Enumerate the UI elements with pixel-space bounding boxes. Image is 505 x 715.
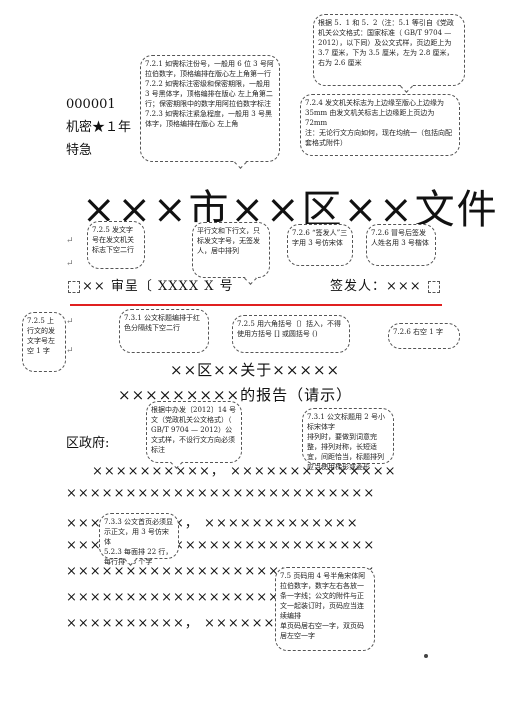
doc-number: 000001	[66, 97, 116, 112]
note-recipient: 根据中办发〔2012〕14 号文（党政机关公文格式）（ GB/T 9704 — …	[146, 401, 242, 463]
note-signer-name: 7.2.6 冒号后签发人姓名用 3 号楷体	[366, 224, 436, 266]
note-doc-number-pos: 7.2.5 发文字号在发文机关标志下空二行	[87, 221, 145, 269]
return-mark: ↵	[66, 259, 74, 269]
note-body-font: 7.3.3 公文首页必须显示正文，用 3 号仿宋体 5.2.3 每面排 22 行…	[99, 513, 179, 566]
return-mark: ↵	[66, 317, 74, 327]
return-mark: ↵	[66, 346, 74, 356]
note-title-font: 7.3.1 公文标题用 2 号小标宋体字 排列时，要做到词意完整，排列对称，长短…	[302, 408, 394, 471]
subject-line-2: ×××××××××的报告（请示）	[118, 386, 353, 404]
body-line: ××××××××××××××××××××××××××	[66, 486, 376, 501]
note-parallel-doc: 平行文和下行文，只标发文字号，无签发人，居中排列	[192, 222, 270, 278]
note-signer-label: 7.2.6 “签发人”三字用 3 号仿宋体	[287, 224, 353, 266]
urgency-level: 特急	[66, 143, 93, 158]
return-mark: ↵	[66, 236, 74, 246]
note-org-mark: 7.2.4 发文机关标志为上边缘至版心上边缘为 35mm 由发文机关标志上边缘距…	[300, 94, 460, 156]
secret-level: 机密★１年	[66, 120, 132, 135]
subject-line-1: ××区××关于×××××	[170, 361, 341, 379]
body-line: ××××××××××， ××××××××××××××	[92, 464, 397, 479]
issue-number: ×× 审呈〔 XXXX X 号	[82, 279, 234, 294]
signer: 签发人：×××	[330, 279, 422, 294]
red-separator-line	[70, 304, 442, 306]
note-right-space: 7.2.6 右空 1 字	[388, 323, 460, 349]
note-margins: 根据 5．1 和 5．2（注：5.1 等引自《党政机关公文格式：国家标准（ GB…	[313, 14, 465, 86]
note-upward-doc: 7.2.5 上行文的发文字号左空 1 字	[22, 312, 66, 372]
note-header-fields: 7.2.1 如需标注份号，一般用 6 位 3 号阿拉伯数字，顶格编排在版心左上角…	[140, 55, 280, 162]
blank-placeholder	[428, 281, 440, 293]
note-page-number: 7.5 页码用 4 号半角宋体阿拉伯数字，数字左右各放一条一字线；公文的附件与正…	[275, 567, 375, 651]
note-brackets: 7.2.5 用六角括号〔〕括入，不得使用方括号 [] 或圆括号 ()	[232, 315, 350, 353]
page-dot	[424, 654, 428, 658]
recipient: 区政府:	[66, 436, 110, 451]
note-title-position: 7.3.1 公文标题编排于红色分隔线下空二行	[119, 309, 209, 353]
blank-placeholder	[68, 281, 80, 293]
